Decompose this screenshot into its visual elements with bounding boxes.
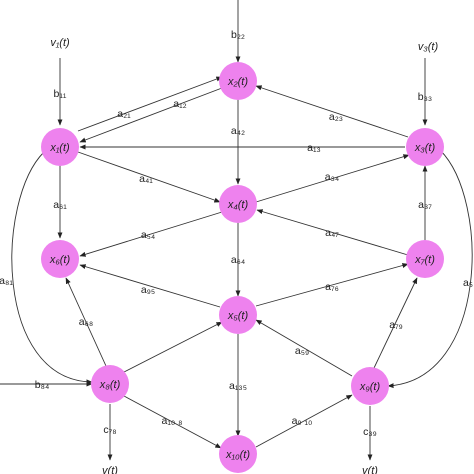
node-x6-label: x₆(t) (49, 254, 71, 266)
node-x3-label: x₃(t) (414, 142, 436, 154)
label-a54: a₅₄ (141, 229, 155, 241)
edge-a108 (123, 395, 222, 449)
label-b84: b₈₄ (35, 379, 49, 391)
input-v3-label: v₃(t) (418, 41, 439, 53)
node-x6: x₆(t) (41, 240, 79, 278)
node-x9: x₉(t) (351, 367, 389, 405)
output-y8-label: y(t) (101, 465, 118, 474)
edge-a34 (255, 154, 410, 203)
label-c39: c₃₉ (363, 426, 377, 438)
label-a5r: a₅ (463, 277, 473, 289)
edge-a910 (255, 394, 353, 448)
label-a59: a₅₉ (295, 345, 309, 357)
label-a79: a₇₉ (389, 319, 403, 331)
label-b22: b₂₂ (231, 29, 245, 41)
label-a13: a₁₃ (307, 142, 321, 154)
label-a64: a₆₄ (231, 254, 245, 266)
node-x7: x₇(t) (406, 240, 444, 278)
edge-a41 (77, 151, 221, 203)
label-a34: a₃₄ (325, 171, 339, 183)
label-a95: a₉₅ (141, 284, 155, 296)
label-a108: a₁₀ ₈ (161, 415, 182, 427)
node-x8-label: x₈(t) (99, 379, 121, 391)
label-a47: a₄₇ (325, 227, 339, 239)
edge-a76 (255, 263, 409, 307)
node-x5-label: x₅(t) (227, 310, 249, 322)
node-x8: x₈(t) (91, 365, 129, 403)
edge-a95 (79, 264, 221, 308)
output-y9-label: y(t) (361, 465, 378, 474)
label-a37: a₃₇ (418, 199, 432, 211)
node-x4: x₄(t) (219, 185, 257, 223)
edge-a5r (387, 149, 473, 389)
edge-a12 (79, 87, 223, 143)
edge-a59 (255, 319, 353, 377)
edge-a81 (11, 151, 93, 385)
node-x3: x₃(t) (406, 128, 444, 166)
edge-a23 (255, 85, 409, 138)
node-x2: x₂(t) (219, 62, 257, 100)
label-a42: a₄₂ (231, 125, 245, 137)
label-a21: a₂₁ (117, 108, 131, 120)
input-v1-label: v₁(t) (50, 37, 70, 49)
label-a910: a₉ ₁₀ (292, 415, 313, 427)
label-a61: a₆₁ (53, 199, 67, 211)
node-x7-label: x₇(t) (414, 254, 435, 266)
edge-a68 (65, 277, 107, 367)
node-x5: x₅(t) (219, 296, 257, 334)
label-a23: a₂₃ (329, 111, 343, 123)
edge-a85 (123, 321, 223, 373)
node-x4-label: x₄(t) (227, 199, 249, 211)
node-x1-label: x₁(t) (49, 142, 70, 154)
label-a68: a₆₈ (79, 316, 93, 328)
label-b33: b₃₃ (418, 91, 432, 103)
edge-a79 (373, 277, 418, 369)
label-c78: c₇₈ (103, 424, 116, 436)
edge-a47 (256, 209, 409, 256)
label-a81: a₈₁ (0, 275, 13, 287)
label-a135: a₁₃₅ (229, 380, 247, 392)
node-x1: x₁(t) (41, 128, 79, 166)
node-x2-label: x₂(t) (227, 76, 248, 88)
edge-a21 (77, 76, 223, 132)
node-x9-label: x₉(t) (359, 381, 381, 393)
node-x10-label: x₁₀(t) (225, 449, 250, 461)
label-a12: a₁₂ (173, 98, 186, 110)
label-b11: b₁₁ (54, 88, 67, 100)
label-a41: a₄₁ (139, 173, 153, 185)
label-a76: a₇₆ (325, 281, 339, 293)
node-x10: x₁₀(t) (219, 435, 257, 473)
edge-a54 (79, 211, 223, 257)
